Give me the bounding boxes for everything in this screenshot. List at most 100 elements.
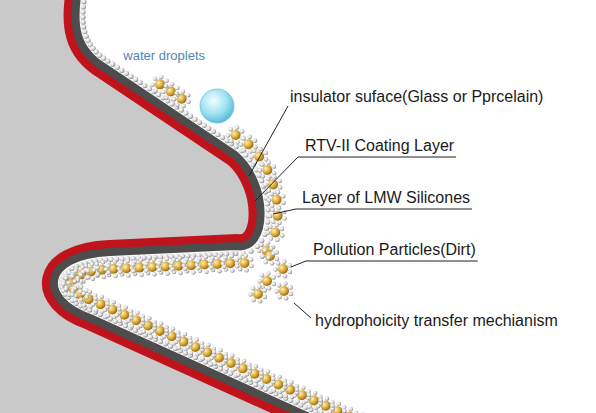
silicone-bead [221, 361, 226, 366]
silicone-bead [80, 15, 85, 20]
silicone-bead [126, 318, 131, 323]
silicone-bead [164, 95, 169, 100]
silicone-bead [280, 227, 285, 232]
silicone-bead [240, 129, 245, 134]
silicone-bead [282, 216, 287, 221]
dirt-particle [270, 227, 280, 237]
silicone-bead [269, 192, 274, 197]
silicone-bead [164, 328, 169, 333]
silicone-bead [289, 292, 294, 297]
silicone-bead [266, 231, 271, 236]
silicone-bead [79, 285, 84, 290]
leader-line [255, 157, 298, 201]
silicone-bead [115, 65, 120, 70]
silicone-bead [197, 120, 202, 125]
silicone-bead [313, 391, 318, 396]
silicone-bead [248, 249, 253, 254]
silicone-bead [175, 103, 180, 108]
silicone-bead [230, 353, 235, 358]
silicone-bead [190, 255, 195, 260]
dirt-particle [272, 195, 282, 205]
silicone-bead [295, 399, 300, 404]
water-droplet [200, 89, 234, 123]
silicone-bead [247, 135, 252, 140]
dirt-particle [278, 264, 288, 274]
silicone-bead [268, 382, 273, 387]
leader-line [273, 209, 296, 214]
silicone-bead [84, 295, 89, 300]
silicone-bead [177, 256, 182, 261]
silicone-bead [82, 303, 87, 308]
silicone-bead [243, 378, 248, 383]
silicone-base-band [54, 0, 360, 413]
silicone-bead [263, 183, 268, 188]
silicone-bead [301, 385, 306, 390]
silicone-bead [243, 152, 248, 157]
silicone-bead [245, 372, 250, 377]
silicone-bead [283, 274, 288, 279]
silicone-bead [289, 380, 294, 385]
silicone-bead [257, 377, 262, 382]
silicone-bead [255, 244, 260, 249]
silicone-bead [141, 329, 146, 334]
silicone-bead [196, 259, 201, 264]
silicone-bead [170, 82, 175, 87]
silicone-bead [170, 260, 175, 265]
silicone-bead [95, 266, 100, 271]
silicone-bead [206, 343, 211, 348]
silicone-bead [249, 154, 254, 159]
silicone-bead [236, 372, 241, 377]
silicone-bead [153, 335, 158, 340]
silicone-bead [170, 267, 175, 272]
silicone-bead [211, 129, 216, 134]
silicone-bead [148, 334, 153, 339]
silicone-bead [73, 286, 78, 291]
dirt-particle [279, 286, 289, 296]
silicone-bead [330, 403, 335, 408]
silicone-bead [197, 350, 202, 355]
silicone-bead [192, 117, 197, 122]
dirt-particle [262, 276, 272, 286]
silicone-bead [260, 254, 265, 259]
silicone-bead [113, 319, 118, 324]
silicone-bead [258, 168, 263, 173]
silicone-bead [274, 289, 279, 294]
silicone-bead [342, 409, 347, 413]
leader-line [291, 261, 306, 267]
silicone-bead [141, 318, 146, 323]
silicone-bead [325, 396, 330, 401]
dirt-particle [265, 251, 275, 261]
silicone-bead [138, 258, 143, 263]
silicone-bead [277, 295, 282, 300]
silicone-bead [133, 77, 138, 82]
silicone-bead [249, 264, 254, 269]
silicone-bead [93, 296, 98, 301]
silicone-bead [144, 262, 149, 267]
callout-label: insulator suface(Glass or Pprcelain) [290, 88, 543, 106]
silicone-bead [124, 71, 129, 76]
silicone-bead [254, 364, 259, 369]
silicone-bead [262, 288, 267, 293]
silicone-bead [319, 410, 324, 413]
silicone-bead [200, 344, 205, 349]
silicone-bead [288, 270, 293, 275]
silicone-bead [265, 241, 270, 246]
dirt-particle [254, 151, 264, 161]
dirt-particle [86, 266, 96, 276]
dirt-particle [268, 180, 278, 190]
silicone-bead [126, 259, 131, 264]
silicone-bead [73, 279, 78, 284]
silicone-bead [220, 135, 225, 140]
silicone-bead [257, 279, 262, 284]
silicone-bead [105, 302, 110, 307]
silicone-bead [242, 148, 247, 153]
callout-label: Layer of LMW Silicones [302, 189, 470, 207]
silicone-bead [95, 272, 100, 277]
silicone-bead [100, 294, 105, 299]
silicone-bead [288, 285, 293, 290]
silicone-bead [114, 313, 119, 318]
silicone-bead [119, 68, 124, 73]
silicone-bead [280, 233, 285, 238]
silicone-bead [280, 388, 285, 393]
